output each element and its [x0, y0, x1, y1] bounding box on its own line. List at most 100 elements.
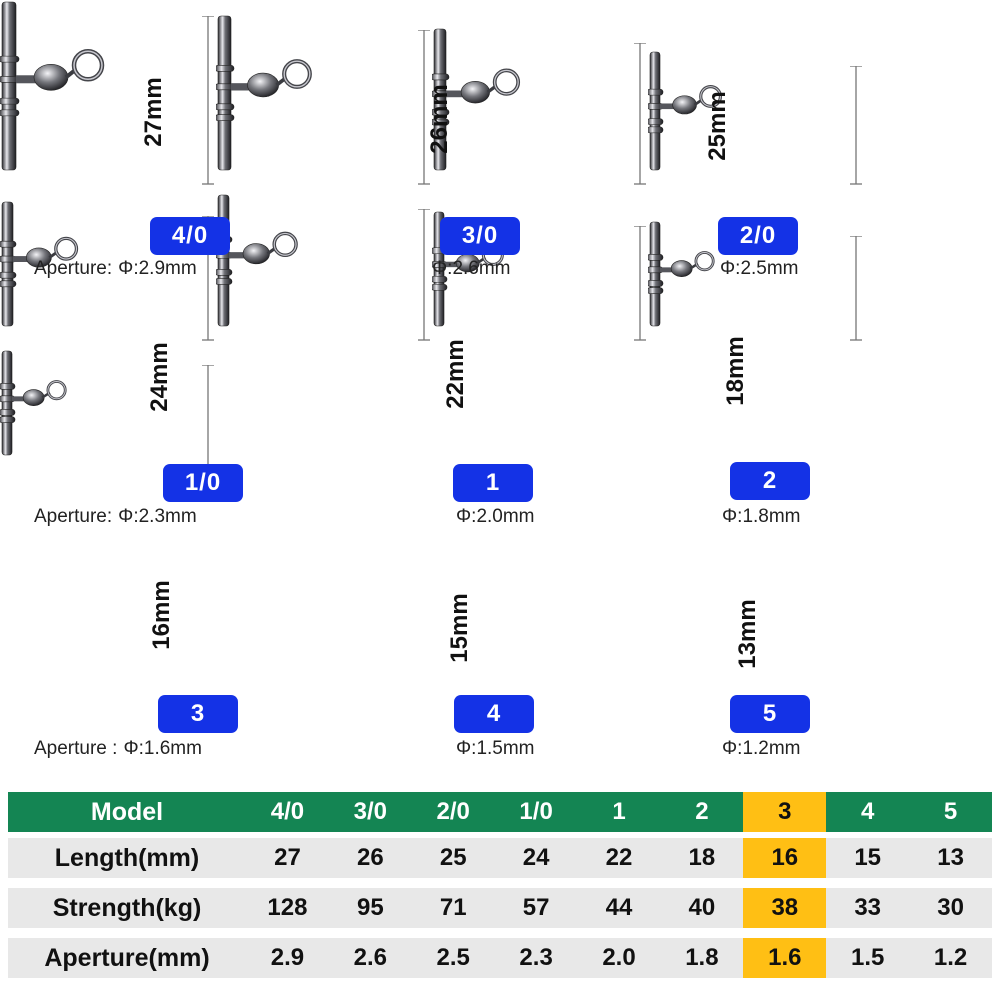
model-badge: 4/0: [150, 217, 230, 255]
table-cell: 22: [605, 844, 633, 871]
swivel-image: [214, 15, 312, 171]
dimension-line: [202, 364, 214, 470]
model-badge: 2: [730, 462, 810, 500]
aperture-text: Φ:2.5mm: [720, 258, 799, 280]
swivel-image: [0, 1, 105, 171]
table-cell: 2: [695, 798, 709, 825]
swivel-image: [0, 350, 67, 456]
aperture-text: Φ:2.6mm: [432, 258, 511, 280]
length-label: 16mm: [148, 580, 175, 650]
table-cell: 1.8: [685, 944, 719, 971]
aperture-text: Aperture:Φ:2.3mm: [34, 506, 197, 528]
table-cell: 1/0: [519, 798, 553, 825]
table-cell: 15: [854, 844, 882, 871]
table-cell: 2.3: [519, 944, 553, 971]
swivel-image: [214, 194, 298, 327]
table-cell: 44: [605, 894, 633, 921]
row-label: Strength(kg): [52, 893, 202, 922]
table-row: Length(mm) 27 26 25 24 22 18 16 15 13: [8, 838, 992, 878]
table-cell: 57: [522, 894, 550, 921]
table-cell: 13: [937, 844, 964, 871]
aperture-value: Φ:1.8mm: [722, 506, 801, 527]
length-label: 27mm: [140, 77, 167, 147]
table-header-row: Model 4/0 3/0 2/0 1/0 1 2 3 4 5: [8, 792, 992, 832]
table-cell: 2/0: [436, 798, 470, 825]
table-cell: 24: [522, 844, 550, 871]
model-badge: 4: [454, 695, 534, 733]
row-label: Model: [90, 797, 164, 826]
table-cell: 3/0: [353, 798, 388, 825]
table-cell: 26: [356, 844, 384, 871]
dimension-line: [634, 225, 646, 341]
table-cell: 25: [439, 844, 467, 871]
aperture-value: Φ:2.6mm: [432, 258, 511, 279]
table-row: Aperture(mm) 2.9 2.6 2.5 2.3 2.0 1.8 1.6 1.5 1.2: [8, 938, 992, 978]
length-label: 18mm: [722, 335, 749, 406]
table-cell: 4/0: [270, 798, 305, 825]
aperture-text: Aperture:Φ:2.9mm: [34, 258, 197, 280]
table-cell: 27: [274, 844, 301, 871]
dimension-line: [418, 29, 430, 185]
length-label: 24mm: [146, 342, 173, 412]
length-label: 25mm: [704, 90, 731, 161]
dimension-line: [850, 65, 862, 185]
aperture-prefix: Aperture:: [34, 258, 113, 279]
table-cell: 128: [267, 894, 308, 921]
dimension-line: [850, 235, 862, 341]
table-cell: 40: [688, 894, 716, 921]
aperture-text: Φ:1.5mm: [456, 738, 535, 760]
swivel-image: [0, 201, 79, 327]
aperture-value: Φ:2.3mm: [118, 506, 197, 527]
aperture-value: Φ:1.6mm: [123, 738, 202, 759]
aperture-text: Φ:2.0mm: [456, 506, 535, 528]
length-label: 26mm: [426, 84, 453, 154]
table-cell: 2.0: [602, 944, 636, 971]
aperture-value: Φ:1.2mm: [722, 738, 801, 759]
table-cell: 1.6: [743, 938, 827, 978]
aperture-value: Φ:2.0mm: [456, 506, 535, 527]
length-label: 15mm: [446, 593, 473, 663]
aperture-value: Φ:1.5mm: [456, 738, 535, 759]
table-cell: 5: [943, 798, 958, 825]
model-badge: 2/0: [718, 217, 798, 255]
aperture-value: Φ:2.5mm: [720, 258, 799, 279]
table-cell: 2.5: [436, 944, 470, 971]
model-badge: 3/0: [440, 217, 520, 255]
table-cell: 1: [612, 798, 626, 825]
table-cell: 1.2: [933, 944, 968, 971]
table-row: Strength(kg) 128 95 71 57 44 40 38 33 30: [8, 888, 992, 928]
swivel-image: [646, 51, 722, 171]
model-badge: 1: [453, 464, 533, 502]
swivel-image: [646, 221, 715, 327]
table-cell: 2.6: [353, 944, 388, 971]
row-label: Length(mm): [54, 843, 200, 872]
aperture-prefix: Aperture:: [34, 506, 113, 527]
aperture-prefix: Aperture :: [34, 738, 118, 759]
length-label: 22mm: [442, 339, 469, 409]
table-cell: 18: [688, 844, 716, 871]
aperture-text: Aperture :Φ:1.6mm: [34, 738, 202, 760]
table-cell: 2.9: [270, 944, 305, 971]
table-cell: 3: [743, 792, 827, 832]
table-cell: 38: [743, 888, 827, 928]
aperture-text: Φ:1.2mm: [722, 738, 801, 760]
aperture-text: Φ:1.8mm: [722, 506, 801, 528]
model-badge: 5: [730, 695, 810, 733]
length-label: 13mm: [734, 599, 761, 669]
table-cell: 95: [356, 894, 384, 921]
model-badge: 3: [158, 695, 238, 733]
dimension-line: [634, 42, 646, 185]
aperture-value: Φ:2.9mm: [118, 258, 197, 279]
table-cell: 71: [439, 894, 467, 921]
table-cell: 4: [861, 798, 875, 825]
dimension-line: [418, 208, 430, 341]
dimension-line: [202, 15, 214, 185]
table-cell: 33: [854, 894, 882, 921]
swivel-image: [430, 28, 521, 171]
table-cell: 16: [743, 838, 827, 878]
model-badge: 1/0: [163, 464, 243, 502]
row-label: Aperture(mm): [44, 943, 210, 972]
table-cell: 1.5: [850, 944, 885, 971]
table-cell: 30: [937, 894, 964, 921]
